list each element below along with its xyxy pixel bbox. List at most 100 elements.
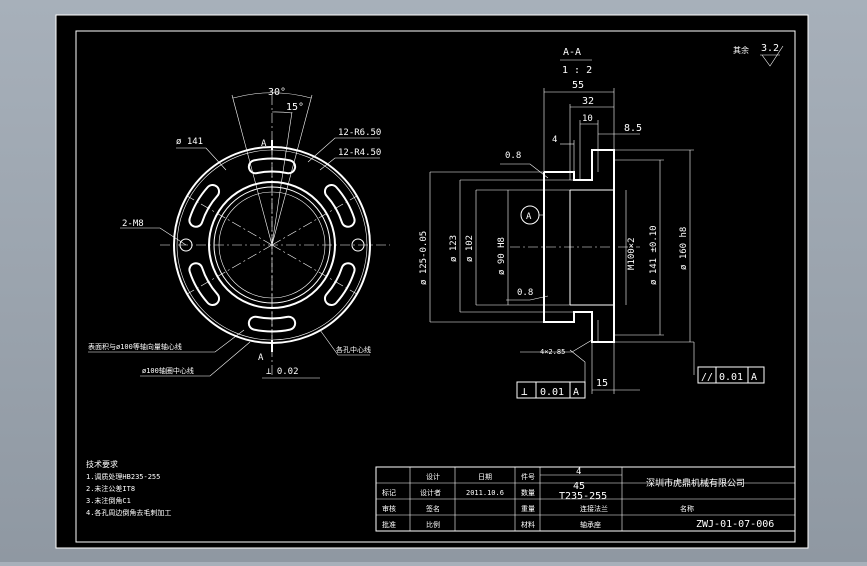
dim-10-label: 10: [582, 114, 593, 124]
tb-date: 2011.10.6: [466, 489, 504, 497]
section-title: A-A: [563, 47, 581, 58]
m8-hole-left: [179, 238, 193, 252]
angle-arc-30: [232, 92, 312, 99]
par-frame-box: [697, 366, 765, 384]
angle-ray-15: [271, 111, 293, 246]
dia141-label: ø 141: [176, 137, 203, 147]
angle-arc-15: [271, 111, 293, 114]
front-view: 30° 15° ø 141 12-R6.50 12-R4.50 2-M8 A A…: [88, 87, 390, 379]
tech-note-1: 1.调质处理HB235-255: [86, 472, 160, 481]
roughness-value: 3.2: [761, 43, 779, 54]
dia-141b-label: ø 141 ±0.10: [649, 225, 659, 285]
roughness-check-mark: [761, 45, 784, 67]
leader-r450: [319, 157, 380, 171]
tb-weight: 45: [573, 481, 585, 492]
drawing-sheet: [55, 14, 809, 549]
tb-h-date: 日期: [478, 473, 492, 481]
radial-line-0: [271, 195, 358, 246]
leader-note-2: [140, 341, 251, 377]
tb-h-check: 审核: [382, 504, 396, 513]
tb-h-part: 件号: [521, 472, 535, 481]
tb-h-material: 材料: [521, 520, 535, 529]
tech-note-2: 2.未注公差IT8: [86, 484, 135, 493]
section-a-bottom: A: [258, 353, 264, 363]
slot-pattern: [188, 157, 356, 333]
leader-m8: [120, 227, 187, 246]
slot-1: [247, 157, 297, 175]
dia-90-label: ø 90 H8: [497, 237, 507, 275]
perp-ref: A: [573, 387, 579, 398]
tb-material: T235-255: [559, 491, 607, 502]
leader-rough-08b: [506, 295, 549, 301]
radial-line-2: [186, 195, 273, 246]
m100-label: M100×2: [627, 237, 637, 270]
dia-123-label: ø 123: [449, 235, 459, 262]
slot-3: [188, 262, 221, 306]
tb-h-mark: 标记: [382, 488, 396, 497]
perp-symbol: ⊥: [521, 385, 528, 398]
dim-55-label: 55: [572, 80, 584, 91]
radial-line-5: [271, 244, 358, 295]
par-symbol: //: [701, 372, 713, 383]
drawing-frame: [75, 30, 796, 543]
dim-4-label: 4: [552, 135, 557, 145]
note-left-2: ø100轴圈中心线: [142, 366, 194, 375]
tb-h-design: 设计: [426, 472, 440, 481]
leader-note-1: [88, 329, 245, 353]
tb-h-approve: 批准: [382, 520, 396, 529]
datum-a-label: A: [526, 212, 532, 222]
inner-circle-3: [218, 191, 326, 299]
tb-h-count: 数量: [521, 488, 535, 497]
section-a-top: A: [261, 139, 267, 149]
leader-r650: [307, 137, 380, 163]
leader-perp: [569, 349, 586, 390]
tb-h-sign: 签名: [426, 504, 440, 513]
slot-r450-label: 12-R4.50: [338, 148, 381, 158]
rough-08b-label: 0.8: [517, 288, 533, 298]
slot-0: [323, 184, 356, 228]
angle-ray-left: [231, 94, 273, 246]
rough-08a-label: 0.8: [505, 151, 521, 161]
dia-125-label: ø 125-0.05: [419, 231, 429, 285]
runout-label: ⊥ 0.02: [266, 367, 299, 377]
inner-circle-1: [208, 181, 336, 309]
perp-value: 0.01: [540, 387, 564, 398]
chamfer-label: 4×2.85: [540, 348, 565, 356]
slot-2: [188, 184, 221, 228]
tb-h-weight: 重量: [521, 505, 535, 513]
slot-r650-label: 12-R6.50: [338, 128, 381, 138]
roughness-symbol: 其余 3.2: [733, 43, 784, 67]
leader-note-3: [319, 329, 370, 356]
leader-dia141: [176, 147, 227, 171]
section-scale: 1 : 2: [562, 65, 592, 76]
parallelism-frame: // 0.01 A: [697, 366, 765, 384]
tb-company: 深圳市虎鼎机械有限公司: [646, 477, 745, 489]
m8-hole-right: [351, 238, 365, 252]
note-right-1: 各孔中心线: [336, 345, 371, 354]
dim-15-label: 15: [596, 378, 608, 389]
dia-160-label: ø 160 h8: [679, 227, 689, 270]
angle-ray-right: [271, 94, 313, 246]
tb-part-name: 连接法兰: [580, 504, 608, 513]
radial-line-3: [186, 244, 273, 295]
tb-h-scale: 比例: [426, 520, 440, 529]
tb-drawing-no: ZWJ-01-07-006: [696, 519, 774, 530]
radial-lines: [186, 147, 358, 343]
roughness-label: 其余: [733, 45, 749, 55]
angle-30-label: 30°: [268, 87, 286, 98]
tech-note-3: 3.未注倒角C1: [86, 496, 131, 505]
section-view: A-A 1 : 2 55 32 10 4 8.5 15 0.8 0.8 A 4×…: [419, 47, 765, 399]
dim-85-label: 8.5: [624, 123, 642, 134]
par-value: 0.01: [719, 372, 743, 383]
tech-notes: 技术要求 1.调质处理HB235-255 2.未注公差IT8 3.未注倒角C1 …: [86, 459, 171, 517]
tb-h-name: 名称: [680, 504, 694, 513]
tb-part-sub: 轴承座: [580, 520, 601, 529]
leader-rough-08a: [500, 163, 549, 179]
slot-4: [247, 315, 297, 333]
hole-m8-label: 2-M8: [122, 219, 144, 229]
slot-5: [323, 262, 356, 306]
note-left-1: 表面积与ø100等轴向量轴心线: [88, 342, 182, 351]
inner-circle-2: [213, 186, 331, 304]
